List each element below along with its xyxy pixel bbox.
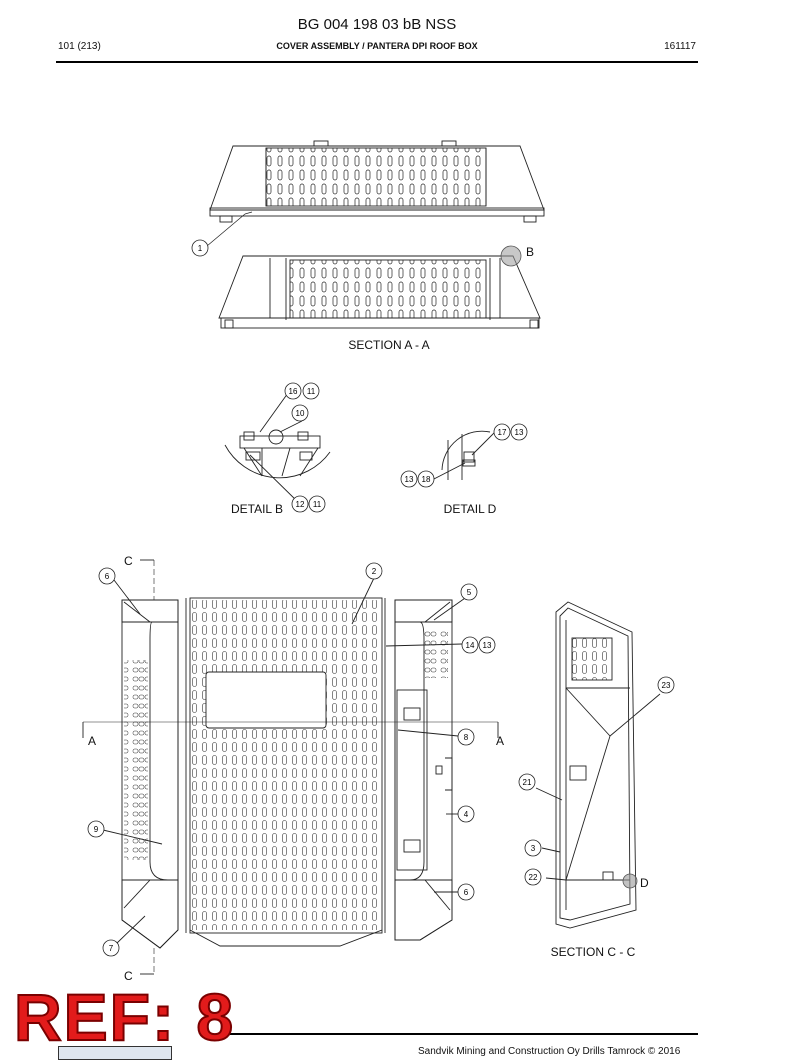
marker-a-right: A xyxy=(496,734,504,748)
balloon-7: 7 xyxy=(109,944,114,953)
balloon-13c: 13 xyxy=(483,641,492,650)
plan-view xyxy=(82,559,499,975)
detail-b-label: DETAIL B xyxy=(231,502,283,516)
balloon-18: 18 xyxy=(422,475,431,484)
header-rule xyxy=(56,61,698,63)
cover-elevation-view xyxy=(209,140,545,223)
balloon-2: 2 xyxy=(372,567,377,576)
balloon-17: 17 xyxy=(498,428,507,437)
balloon-13b: 13 xyxy=(405,475,414,484)
balloon-16: 16 xyxy=(289,387,298,396)
balloon-group: 1 16 11 10 12 11 17 13 13 18 6 2 5 14 13… xyxy=(87,239,675,957)
marker-c-top: C xyxy=(124,554,133,568)
balloon-11: 11 xyxy=(307,387,316,396)
balloon-23: 23 xyxy=(662,681,671,690)
marker-a-left: A xyxy=(88,734,96,748)
detail-d-indicator xyxy=(622,873,638,889)
footer-copyright: Sandvik Mining and Construction Oy Drill… xyxy=(418,1046,681,1057)
document-date: 161117 xyxy=(664,41,696,52)
balloon-3: 3 xyxy=(531,844,536,853)
page-number: 101 (213) xyxy=(58,41,101,52)
balloon-6b: 6 xyxy=(464,888,469,897)
balloon-6: 6 xyxy=(105,572,110,581)
marker-c-bottom: C xyxy=(124,969,133,983)
balloon-8: 8 xyxy=(464,733,469,742)
balloon-14: 14 xyxy=(466,641,475,650)
marker-d: D xyxy=(640,876,649,890)
section-c-c-view xyxy=(535,601,661,929)
footer-logo xyxy=(58,1046,172,1060)
detail-d-label: DETAIL D xyxy=(444,502,497,516)
detail-b-view xyxy=(224,392,331,506)
balloon-5: 5 xyxy=(467,588,472,597)
balloon-12: 12 xyxy=(296,500,305,509)
balloon-1: 1 xyxy=(198,244,203,253)
detail-b-indicator xyxy=(500,245,522,267)
detail-d-view xyxy=(431,430,496,481)
section-a-a-label: SECTION A - A xyxy=(348,338,429,352)
balloon-10: 10 xyxy=(296,409,305,418)
ref-stamp: REF: 8 xyxy=(13,980,236,1054)
balloon-4: 4 xyxy=(464,810,469,819)
balloon-9: 9 xyxy=(94,825,99,834)
balloon-22: 22 xyxy=(529,873,538,882)
balloon-11b: 11 xyxy=(313,500,322,509)
section-a-a-view xyxy=(218,255,541,329)
footer-rule xyxy=(230,1033,698,1035)
balloon-21: 21 xyxy=(523,778,532,787)
document-number: BG 004 198 03 bB NSS xyxy=(297,16,457,33)
page-title: COVER ASSEMBLY / PANTERA DPI ROOF BOX xyxy=(276,41,478,51)
balloon-13: 13 xyxy=(515,428,524,437)
section-c-c-label: SECTION C - C xyxy=(551,945,636,959)
marker-b: B xyxy=(526,245,534,259)
